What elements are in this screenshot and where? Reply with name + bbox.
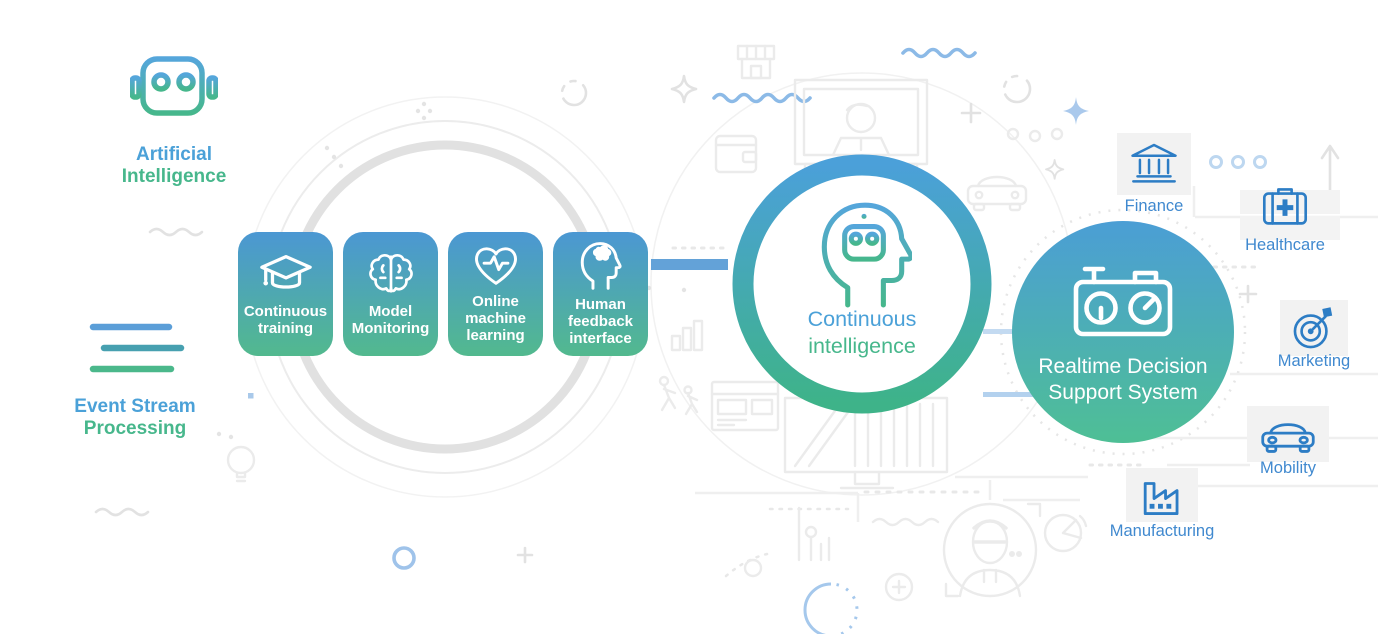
decision-circle-label: Realtime Decision Support System bbox=[1038, 355, 1208, 404]
esp-label-line2: Processing bbox=[83, 418, 187, 440]
people-pushing-doodle bbox=[658, 375, 699, 416]
three-dots bbox=[1006, 127, 1064, 143]
wavy-line bbox=[148, 227, 204, 237]
center-circle-label: Continuous intelligence bbox=[752, 306, 972, 360]
blue-dashed-circle bbox=[803, 582, 859, 634]
storefront-doodle bbox=[736, 44, 776, 80]
center-label-line2: intelligence bbox=[808, 333, 916, 358]
plus-icon bbox=[1238, 284, 1258, 304]
graduation-cap-icon bbox=[259, 254, 312, 289]
blue-link-bar bbox=[983, 392, 1063, 397]
artificial-intelligence-node: Artificial Intelligence bbox=[118, 44, 230, 189]
event-stream-node: Event Stream Processing bbox=[55, 322, 215, 441]
monitor-chart-doodle bbox=[783, 396, 949, 490]
pipeline-connector-bar bbox=[651, 259, 728, 270]
lollipop-chart-doodle bbox=[797, 506, 831, 562]
continuous-intelligence-ring bbox=[732, 154, 992, 414]
plus-circle-icon bbox=[884, 572, 914, 602]
browser-window-doodle bbox=[710, 380, 780, 432]
blue-square-dot bbox=[248, 393, 254, 399]
bank-icon bbox=[1131, 143, 1177, 183]
blue-link-bar bbox=[983, 329, 1017, 334]
industry-mobility-label: Mobility bbox=[1260, 459, 1316, 477]
dashed-circle-icon bbox=[560, 79, 588, 107]
realtime-decision-circle: Realtime Decision Support System bbox=[1012, 221, 1234, 443]
car-icon bbox=[1261, 423, 1315, 453]
head-robot-icon bbox=[821, 202, 912, 308]
head-brain-icon bbox=[580, 242, 622, 290]
sparkle-icon bbox=[1045, 159, 1065, 180]
industry-marketing bbox=[1280, 300, 1348, 356]
circuit-lines bbox=[695, 186, 1378, 522]
dashed-circle-icon bbox=[1002, 74, 1032, 104]
esp-label-line1: Event Stream bbox=[74, 396, 196, 417]
person-circle-doodle bbox=[942, 502, 1042, 598]
industry-finance bbox=[1117, 133, 1191, 195]
wavy-line bbox=[871, 517, 940, 527]
industry-finance-label: Finance bbox=[1124, 197, 1184, 215]
plus-icon bbox=[960, 102, 982, 124]
decision-halo-circle bbox=[999, 208, 1247, 456]
industry-healthcare-label: Healthcare bbox=[1245, 236, 1325, 254]
plus-icon bbox=[516, 546, 534, 564]
target-dart-icon bbox=[1293, 307, 1333, 349]
heart-pulse-icon bbox=[474, 247, 517, 286]
ai-label-line2: Intelligence bbox=[121, 166, 227, 188]
ai-label-line1: Artificial bbox=[135, 144, 213, 165]
dot-cluster bbox=[216, 101, 687, 440]
industry-marketing-label: Marketing bbox=[1277, 352, 1351, 370]
bar-chart-doodle bbox=[670, 319, 704, 352]
sparkle-icon bbox=[670, 74, 698, 104]
blue-sparkle-icon bbox=[1063, 97, 1089, 125]
wallet-doodle bbox=[714, 134, 758, 174]
chess-clock-icon bbox=[1073, 267, 1173, 337]
brain-icon bbox=[368, 253, 413, 293]
small-circle bbox=[743, 558, 763, 578]
pie-chart-doodle bbox=[1043, 513, 1088, 553]
medical-case-icon bbox=[1262, 188, 1308, 225]
wavy-line bbox=[901, 47, 977, 59]
industry-manufacturing-label: Manufacturing bbox=[1109, 522, 1215, 540]
blue-ring-dot bbox=[392, 546, 416, 570]
factory-icon bbox=[1143, 482, 1179, 515]
center-label-line1: Continuous bbox=[807, 307, 917, 331]
industry-mobility bbox=[1247, 406, 1329, 462]
stream-lines-icon bbox=[89, 323, 185, 373]
wavy-line bbox=[94, 507, 150, 517]
three-blue-dots bbox=[1209, 155, 1267, 169]
car-doodle bbox=[966, 175, 1028, 212]
robot-icon bbox=[130, 45, 218, 116]
light-bulb-doodle bbox=[226, 445, 256, 483]
industry-manufacturing bbox=[1126, 468, 1198, 522]
